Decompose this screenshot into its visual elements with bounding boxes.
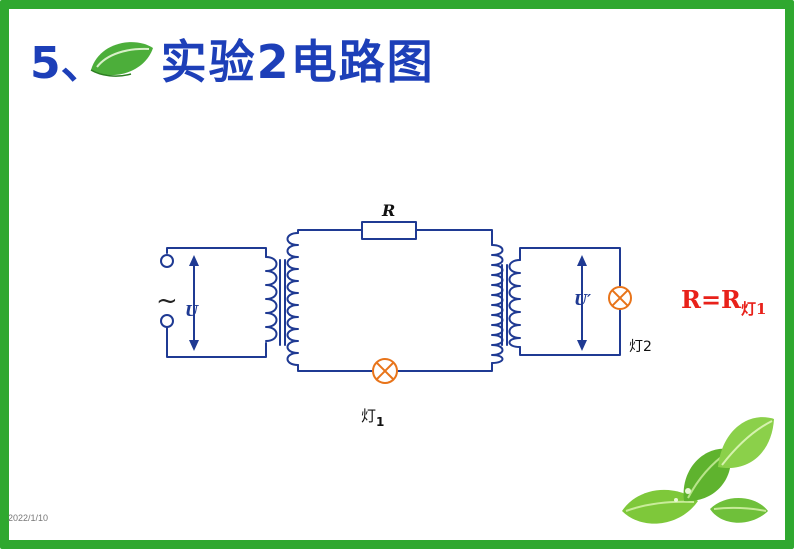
- source-terminal-top: [160, 254, 174, 268]
- transmission-wire-top: [297, 229, 363, 234]
- leaves-decoration: [622, 417, 774, 524]
- transmission-wire-bottom: [297, 364, 373, 372]
- formula-sub: 灯1: [741, 300, 767, 318]
- source-terminal-bottom: [160, 314, 174, 328]
- primary-voltage-label: U: [185, 302, 199, 320]
- circuit-diagram: ~ R U U′ 灯1 灯2: [156, 201, 652, 429]
- transmission-wire-bottom-right: [397, 362, 493, 372]
- slide-title: 5、 实验2电路图: [30, 28, 435, 90]
- primary-coil: [265, 256, 278, 342]
- lamp1-sub: 1: [376, 415, 384, 429]
- slide-date: 2022/1/10: [8, 513, 49, 523]
- transmission-wire-top-right: [415, 229, 493, 246]
- primary-wire-top: [166, 247, 267, 258]
- stepup-coil: [286, 232, 299, 366]
- output-wire-top: [519, 247, 621, 287]
- output-wire-bottom: [519, 309, 621, 356]
- lamp-1: [372, 358, 398, 384]
- secondary-voltage-label: U′: [574, 291, 591, 309]
- output-coil: [508, 259, 521, 348]
- title-text: 实验2电路图: [160, 35, 435, 89]
- lamp2-label: 灯2: [629, 339, 652, 355]
- resistor: [361, 221, 417, 240]
- resistance-formula: R=R灯1: [681, 285, 766, 319]
- stepdown-coil: [491, 244, 504, 364]
- lamp-2: [608, 286, 632, 310]
- primary-wire-bottom: [166, 326, 267, 358]
- resistor-label: R: [381, 201, 395, 220]
- svg-text:灯1: 灯1: [361, 407, 384, 429]
- lamp1-label: 灯: [361, 407, 376, 425]
- title-number: 5、: [30, 38, 105, 89]
- leaf-icon: [90, 42, 153, 77]
- formula-main: R=R: [681, 285, 741, 314]
- ac-source-symbol: ~: [156, 286, 178, 316]
